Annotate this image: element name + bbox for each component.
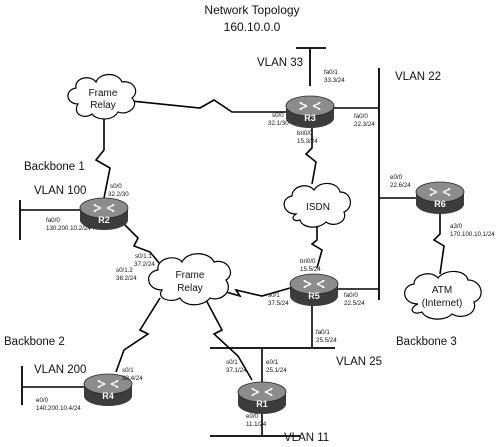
link-r2-frame-mid (117, 217, 166, 271)
r4-s01-ip: 38.4/24 (122, 375, 143, 382)
frame-relay-top-label-2: Relay (90, 100, 116, 111)
r6-a30-name: a3/0 (450, 223, 463, 230)
r5-fa01-name: fa0/1 (316, 329, 330, 336)
r4-e00-ip: 140.200.10.4/24 (36, 405, 81, 412)
r6-a30-ip: 170.100.10.1/24 (450, 231, 495, 238)
frame-relay-top-label-1: Frame (89, 88, 118, 99)
vlan33-label: VLAN 33 (257, 57, 303, 69)
r5-s01-name: s0/1 (268, 292, 280, 299)
diagram-subtitle: 160.10.0.0 (224, 20, 281, 34)
r1-e00-name: e0/0 (246, 413, 259, 420)
isdn-cloud: ISDN (283, 182, 351, 228)
r1-s01-ip: 37.1/24 (226, 367, 247, 374)
router-r4-label: R4 (102, 391, 114, 401)
link-r6-atm (432, 214, 445, 275)
r3-fa01-ip: 33.3/24 (324, 77, 345, 84)
link-frame-mid-r1 (204, 297, 253, 381)
frame-relay-cloud-middle: Frame Relay (148, 253, 231, 306)
router-r5-label: R5 (308, 291, 320, 301)
link-frame-mid-r5 (211, 287, 291, 298)
r1-s01-name: s0/1 (226, 359, 238, 366)
vlan200-label: VLAN 200 (34, 364, 86, 376)
r3-bri-ip: 15.3/24 (297, 138, 318, 145)
r5-fa01-ip: 25.5/24 (316, 337, 337, 344)
r2-s012-name-shown: s0/1.2 (116, 267, 133, 274)
link-r3-isdn (304, 128, 317, 185)
atm-cloud: ATM (Internet) (404, 270, 482, 320)
router-r6-label: R6 (434, 199, 446, 209)
router-r5[interactable]: R5 (289, 273, 339, 307)
r2-s00-name: s0/0 (110, 183, 122, 190)
r1-e01-ip: 25.1/24 (266, 367, 287, 374)
r2-fa00-ip: 130.200.10.2/24 (46, 225, 91, 232)
router-r1[interactable]: R1 (237, 381, 287, 415)
router-r1-label: R1 (256, 399, 268, 409)
router-r3-label: R3 (304, 113, 316, 123)
vlan25-label: VLAN 25 (336, 356, 382, 368)
r3-fa01-name: fa0/1 (324, 69, 338, 76)
diagram-title: Network Topology (204, 3, 299, 17)
r2-s011-ip: 37.2/24 (134, 261, 155, 268)
r5-fa00-name: fa0/0 (344, 292, 358, 299)
r1-e00-ip: 11.1/24 (246, 421, 267, 428)
r2-s012-ip: 38.2/24 (116, 275, 137, 282)
frame-relay-cloud-top: Frame Relay (67, 73, 137, 120)
r5-bri-ip: 15.5/24 (300, 266, 321, 273)
r6-e00-ip: 22.6/24 (390, 182, 411, 189)
r3-bri-name: bri0/0 (297, 130, 313, 137)
router-r2[interactable]: R2 (79, 197, 129, 231)
r4-e00-name: e0/0 (36, 397, 49, 404)
r2-s011-name: s0/1.1 (135, 253, 152, 260)
r3-fa00-ip: 22.3/24 (354, 121, 375, 128)
link-frame-mid-r4 (115, 297, 161, 373)
atm-label-2: (Internet) (422, 298, 463, 309)
vlan100-label: VLAN 100 (34, 185, 86, 197)
r5-s01-ip: 37.5/24 (268, 300, 289, 307)
isdn-label: ISDN (306, 202, 330, 213)
router-r2-label: R2 (98, 215, 110, 225)
r5-bri-name: bri0/0 (300, 258, 316, 265)
r5-fa00-ip: 22.5/24 (344, 300, 365, 307)
r4-s01-name: s0/1 (122, 367, 134, 374)
frame-relay-middle-label-1: Frame (176, 270, 205, 281)
link-frame-top-r2 (94, 118, 111, 199)
link-frame-top-r3 (121, 99, 286, 113)
r3-s00-name: s0/0 (272, 112, 284, 119)
vlan22-label: VLAN 22 (395, 71, 441, 83)
r2-fa00-name: fa0/0 (46, 217, 60, 224)
vlan11-label: VLAN 11 (284, 432, 329, 444)
r1-e01-name: e0/1 (266, 359, 279, 366)
atm-label-1: ATM (432, 285, 452, 296)
router-r4[interactable]: R4 (83, 373, 133, 407)
r2-s00-ip: 32.2/30 (108, 191, 129, 198)
backbone2-label: Backbone 2 (4, 336, 65, 348)
r6-e00-name: e0/0 (390, 174, 403, 181)
frame-relay-middle-label-2: Relay (177, 283, 203, 294)
backbone3-label: Backbone 3 (396, 336, 457, 348)
router-r3[interactable]: R3 (285, 95, 335, 129)
r3-fa00-name: fa0/0 (354, 113, 368, 120)
router-r6[interactable]: R6 (415, 181, 465, 215)
backbone1-label: Backbone 1 (24, 161, 85, 173)
r3-s00-ip: 32.1/30 (268, 120, 289, 127)
link-isdn-r5 (310, 222, 323, 269)
